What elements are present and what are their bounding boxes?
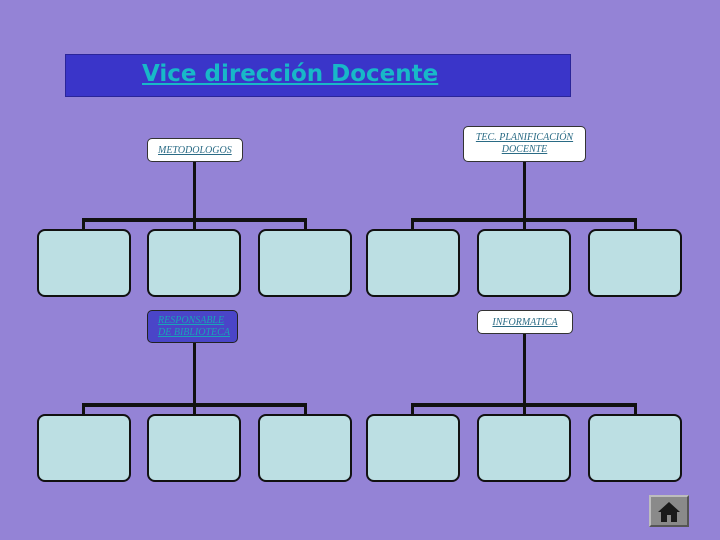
drop-6 [634,218,637,230]
drop-12 [634,403,637,415]
org-box [147,229,241,297]
drop-1 [82,218,85,230]
org-box [366,414,460,482]
page-title: Vice dirección Docente [142,61,439,87]
drop-11 [523,403,526,415]
drop-7 [82,403,85,415]
home-button[interactable] [649,495,689,527]
org-box [366,229,460,297]
label-responsable-biblioteca: RESPONSABLE DE BIBLIOTECA [147,310,238,343]
label-metodologos: METODOLOGOS [147,138,243,162]
drop-4 [411,218,414,230]
connector-right-vertical [523,162,526,220]
label-tec-planificacion: TEC. PLANIFICACIÓN DOCENTE [463,126,586,162]
org-box [258,229,352,297]
org-box [588,414,682,482]
connector-left-vertical-2 [193,343,196,405]
label-metodologos-text: METODOLOGOS [158,144,232,156]
org-box [147,414,241,482]
drop-9 [304,403,307,415]
label-tec-planificacion-text: TEC. PLANIFICACIÓN DOCENTE [475,132,574,155]
connector-left-vertical [193,162,196,220]
org-box [258,414,352,482]
drop-3 [304,218,307,230]
label-informatica: INFORMATICA [477,310,573,334]
org-box [37,414,131,482]
org-box [588,229,682,297]
org-box [37,229,131,297]
label-responsable-text: RESPONSABLE DE BIBLIOTECA [158,314,230,338]
drop-10 [411,403,414,415]
drop-2 [193,218,196,230]
home-icon [658,502,680,522]
drop-5 [523,218,526,230]
org-box [477,414,571,482]
label-informatica-text: INFORMATICA [492,316,558,328]
connector-right-vertical-2 [523,334,526,405]
org-box [477,229,571,297]
drop-8 [193,403,196,415]
title-bar: Vice dirección Docente [65,54,571,97]
